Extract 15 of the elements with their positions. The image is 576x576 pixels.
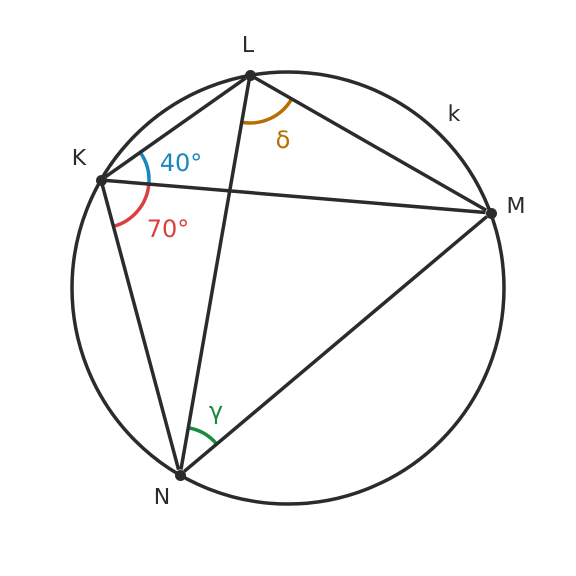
- point-label: K: [72, 148, 86, 170]
- line-segment: [100, 184, 180, 470]
- angle-label: γ: [208, 399, 224, 423]
- line-segment: [106, 178, 486, 214]
- point-label: L: [242, 35, 254, 57]
- angle-label: δ: [276, 128, 290, 152]
- circle-label: k: [448, 104, 460, 126]
- point-label: M: [506, 196, 526, 218]
- point-label: N: [154, 487, 170, 509]
- line-segment: [183, 215, 488, 473]
- angle-label: 70°: [146, 217, 190, 241]
- line-segment: [104, 76, 247, 178]
- line-segment: [254, 76, 488, 212]
- line-segment: [179, 80, 251, 470]
- angle-label: 40°: [160, 151, 202, 175]
